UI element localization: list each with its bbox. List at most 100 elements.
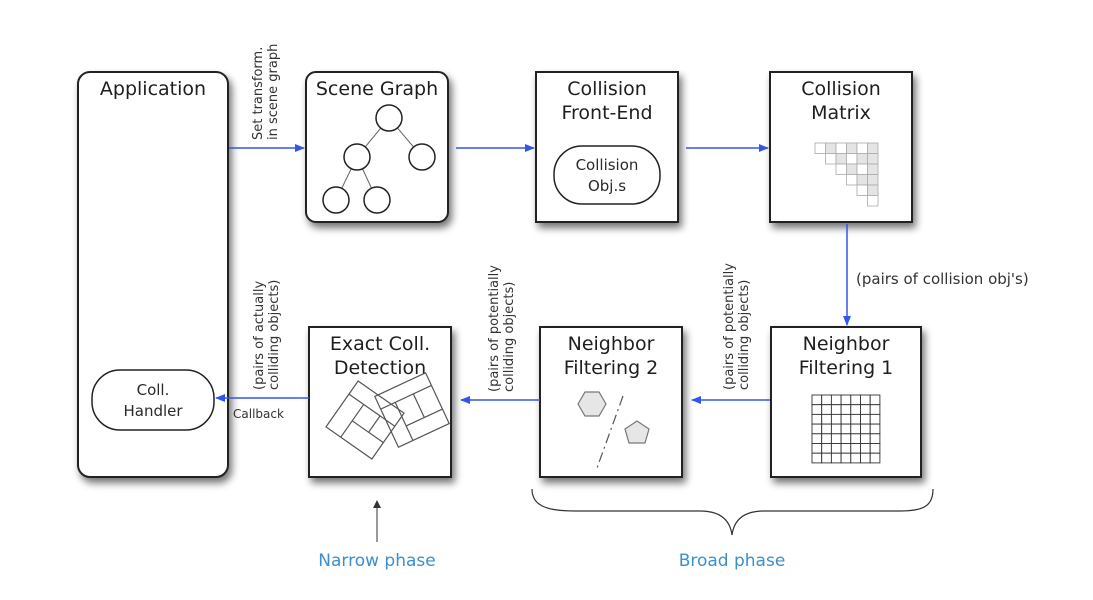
hexagon-shape [577,391,607,417]
grid-cell [850,443,861,454]
application-box: Application Coll. Handler [77,71,229,478]
grid-cell [830,413,842,425]
potential-b-line1: (pairs of potentially [487,265,502,392]
pairs-collision-label: (pairs of collision obj's) [856,270,1029,288]
grid-cell [811,404,823,415]
tree-icon [322,104,436,214]
matrix-cell [814,142,826,154]
grid-cell [869,443,881,454]
set-transform-line1: Set transform. [251,47,266,140]
broad-phase-brace [531,488,934,536]
grid-cell [860,443,871,454]
nf2-title-line1: Neighbor [568,333,655,355]
grid-cell [840,413,852,425]
grid-cell [830,394,842,406]
grid-cell [840,423,852,435]
triangular-matrix-icon [814,142,879,207]
set-transform-label: Set transform. in scene graph [251,44,281,140]
coll-handler-line1: Coll. [137,381,170,399]
application-title: Application [100,78,206,100]
coll-handler-node: Coll. Handler [91,369,215,431]
grid-cell [869,394,881,406]
grid-cell [821,404,832,415]
matrix-cell [835,153,847,165]
nf1-title-line1: Neighbor [803,333,890,355]
separating-plane-icon [577,391,650,469]
grid-cell [869,404,881,415]
separating-line [596,395,624,469]
matrix-cell [846,174,858,186]
potential-pairs-label-a: (pairs of potentially colliding objects) [722,263,752,390]
front-end-title-line1: Collision [567,78,647,100]
grid-cell [860,404,871,415]
grid-cell [830,443,842,454]
matrix-cell [846,163,858,175]
callback-label: Callback [233,407,284,421]
grid-cell [811,452,823,464]
matrix-cell [856,153,868,165]
pentagon-shape [624,420,650,444]
grid-cell [869,452,881,464]
collision-objects-line2: Obj.s [588,177,626,195]
matrix-cell [825,142,837,154]
grid-cell [821,452,832,464]
scene-graph-title: Scene Graph [316,78,438,100]
matrix-cell [835,163,847,175]
grid-cell [830,423,842,435]
grid-cell [860,413,871,425]
grid-cell [869,423,881,435]
collision-front-end-box: Collision Front-End Collision Obj.s [535,71,679,223]
actual-pairs-label: (pairs of actually colliding objects) [252,280,282,390]
grid-cell [840,452,852,464]
grid-cell [840,404,852,415]
grid-cell [869,413,881,425]
grid-cell [821,423,832,435]
collision-objects-line1: Collision [576,156,639,174]
actual-line1: (pairs of actually [252,281,267,390]
neighbor-filtering-1-box: Neighbor Filtering 1 [770,326,922,478]
matrix-cell [867,153,879,165]
matrix-cell [856,184,868,196]
matrix-cell [867,195,879,207]
matrix-cell [856,163,868,175]
grid-cell [811,423,823,435]
neighbor-filtering-2-box: Neighbor Filtering 2 [539,326,683,478]
matrix-cell [856,174,868,186]
grid-cell [840,443,852,454]
front-end-title-line2: Front-End [561,102,652,124]
grid-cell [830,404,842,415]
nf2-title-line2: Filtering 2 [564,357,659,379]
grid-cell [811,433,823,444]
grid-cell [830,452,842,464]
grid-cell [821,433,832,444]
grid-cell [811,443,823,454]
exact-collision-detection-box: Exact Coll. Detection [308,326,452,478]
uniform-grid-icon [811,394,881,464]
matrix-cell [867,184,879,196]
matrix-title-line1: Collision [801,78,881,100]
coll-handler-line2: Handler [123,402,183,420]
grid-cell [840,433,852,444]
grid-cell [860,433,871,444]
potential-pairs-label-b: (pairs of potentially colliding objects) [487,265,517,392]
grid-cell [821,413,832,425]
grid-cell [860,423,871,435]
potential-b-line2: colliding objects) [502,282,517,392]
collision-matrix-box: Collision Matrix [769,71,913,223]
grid-cell [821,443,832,454]
matrix-cell [867,174,879,186]
grid-cell [869,433,881,444]
exact-title-line1: Exact Coll. [330,333,430,355]
grid-cell [821,394,832,406]
nf1-title-line2: Filtering 1 [799,357,894,379]
grid-cell [830,433,842,444]
grid-cell [850,423,861,435]
grid-cell [850,404,861,415]
grid-cell [850,433,861,444]
scene-graph-box: Scene Graph [305,71,449,223]
grid-cell [811,394,823,406]
potential-a-line2: colliding objects) [737,280,752,390]
matrix-cell [867,163,879,175]
grid-cell [860,452,871,464]
